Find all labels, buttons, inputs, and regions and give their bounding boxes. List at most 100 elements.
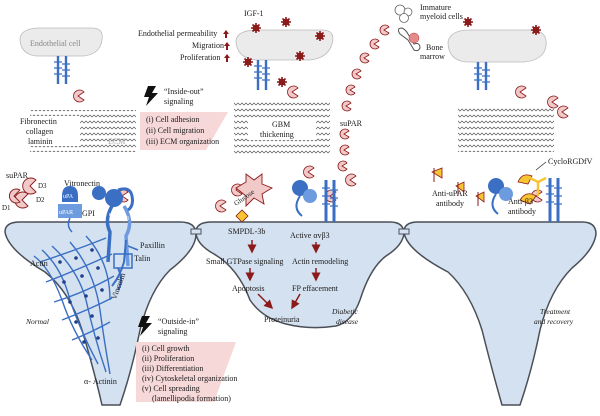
supar-stream — [337, 24, 390, 172]
cyclo-rgdfv-molecules — [517, 174, 537, 205]
anti-b3-label-line1: Anti-β3 — [508, 197, 533, 206]
anti-upar-sticks — [433, 168, 479, 206]
cyclo-pointer — [535, 161, 547, 171]
gpi-label: GPI — [82, 209, 95, 218]
outside-in-item-1: (i) Cell growth — [142, 344, 190, 353]
apoptosis-label: Apoptosis — [232, 284, 264, 293]
inside-out-item-1: (i) Cell adhesion — [146, 115, 199, 124]
anti-upar-label-line1: Anti-uPAR — [432, 189, 468, 198]
gbm-label-line2: thickening — [260, 130, 294, 139]
normal-caption: Normal — [25, 317, 49, 326]
effect-migration: Migration — [192, 41, 224, 50]
active-integrin-label: Active αvβ3 — [290, 231, 330, 240]
myeloid-label-line2: myeloid cells — [420, 12, 463, 21]
treated-podocyte-cell — [403, 221, 597, 406]
outside-in-panel — [136, 342, 236, 402]
glucose-burst — [235, 173, 274, 208]
actin-remodel-label: Actin remodeling — [292, 257, 348, 266]
bone-marrow-icon — [397, 27, 421, 52]
treatment-integrin — [546, 178, 562, 222]
outside-in-item-2: (ii) Proliferation — [142, 354, 194, 363]
myeloid-cell-cluster — [394, 4, 413, 23]
lightning-icon-bottom — [138, 316, 152, 336]
gbm-label-box — [248, 118, 316, 140]
effect-proliferation: Proliferation — [180, 53, 220, 62]
integrin-alpha-v-beta3 — [105, 187, 134, 267]
gbm-label-line1: GBM — [272, 120, 290, 129]
anti-upar-label-line2: antibody — [436, 199, 464, 208]
endothelial-cell-label: Endothelial cell — [30, 39, 81, 48]
actin-label: Actin — [30, 259, 48, 268]
ecm-protein-collagen: collagen — [26, 127, 53, 136]
alpha-v-label: αv — [109, 212, 115, 218]
outside-in-item-5: (v) Cell spreading — [142, 384, 200, 393]
smpdl-marker — [235, 209, 249, 223]
disease-upar-complex — [292, 180, 317, 217]
bone-marrow-label-line2: marrow — [420, 52, 445, 61]
outside-in-subtitle: signaling — [158, 327, 187, 336]
vitronectin-label: Vitronectin — [64, 179, 100, 188]
upar-label: uPAR — [59, 210, 73, 216]
arrow-apoptosis-proteinuria — [257, 293, 274, 310]
outside-in-item-6: (lamellipodia formation) — [152, 394, 231, 403]
disease-integrin — [322, 180, 338, 222]
anti-upar-antibodies — [431, 167, 485, 203]
igf1-stars — [243, 17, 541, 87]
inside-out-panel — [140, 112, 228, 150]
ecm-layer-right — [458, 108, 554, 152]
bone-marrow-label-line1: Bone — [426, 43, 443, 52]
anti-beta3-antibody — [529, 176, 547, 196]
alpha-actinin-label: α- Actinin — [84, 377, 117, 386]
treatment-caption-line1: Treatment — [540, 307, 571, 316]
supar-domains — [8, 177, 37, 209]
gtpase-label: Small GTPase signaling — [206, 257, 283, 266]
fp-effacement-label: FP effacement — [292, 284, 339, 293]
effect-up-arrows — [223, 30, 230, 62]
myeloid-label-line1: Immature — [420, 3, 452, 12]
upar-shape — [58, 204, 82, 218]
lightning-icon-top — [144, 86, 158, 106]
vinculin-strand — [117, 267, 122, 291]
proteinuria-label: Proteinuria — [264, 315, 300, 324]
paxillin-strand — [127, 245, 139, 251]
igf1-label: IGF-1 — [244, 9, 264, 18]
vitronectin-ball — [92, 186, 106, 200]
talin-label: Talin — [134, 254, 150, 263]
endothelial-receptors-middle — [254, 60, 270, 90]
actin-cytoskeleton — [33, 235, 115, 375]
alpha-actinin-crosslinks — [58, 248, 104, 344]
endothelial-receptors-left — [54, 56, 70, 84]
cyclo-label: CycloRGDfV — [548, 157, 593, 166]
ecm-protein-fibronectin: Fibronectin — [20, 117, 57, 126]
supar-stream-label: suPAR — [340, 119, 363, 128]
ecm-tag: ECM — [108, 137, 125, 146]
anti-b3-label-line2: antibody — [508, 207, 536, 216]
paxillin-label: Paxillin — [140, 241, 165, 250]
inside-out-item-2: (ii) Cell migration — [146, 126, 204, 135]
endothelial-cell-right — [447, 29, 547, 63]
cell-junction-right — [398, 228, 410, 235]
cell-junction-left — [190, 228, 202, 235]
upa-shape — [62, 186, 78, 202]
diabetic-caption-line1: Diabetic — [331, 307, 358, 316]
domain-d1: D1 — [2, 204, 11, 212]
outside-in-item-3: (iii) Differentiation — [142, 364, 203, 373]
supar-label-normal: suPAR — [6, 171, 29, 180]
inside-out-subtitle: signaling — [164, 97, 193, 106]
outside-in-title: “Outside-in” — [158, 317, 199, 326]
smpdl-label: SMPDL-3b — [228, 227, 265, 236]
talin-box — [113, 253, 133, 269]
endothelial-cell-left — [19, 27, 103, 57]
ecm-protein-label-box — [18, 116, 80, 146]
ecm-protein-laminin: laminin — [28, 137, 52, 146]
treatment-upar-complex — [488, 178, 513, 215]
gpi-anchor — [67, 217, 73, 233]
upa-label: uPA — [63, 194, 74, 200]
arrow-fp-proteinuria — [291, 293, 301, 310]
outside-in-item-4: (iv) Cytoskeletal organization — [142, 374, 237, 383]
effect-permeability: Endothelial permeability — [138, 29, 217, 38]
treatment-caption-line2: and recovery — [534, 317, 574, 326]
inside-out-item-3: (iii) ECM organization — [146, 137, 219, 146]
